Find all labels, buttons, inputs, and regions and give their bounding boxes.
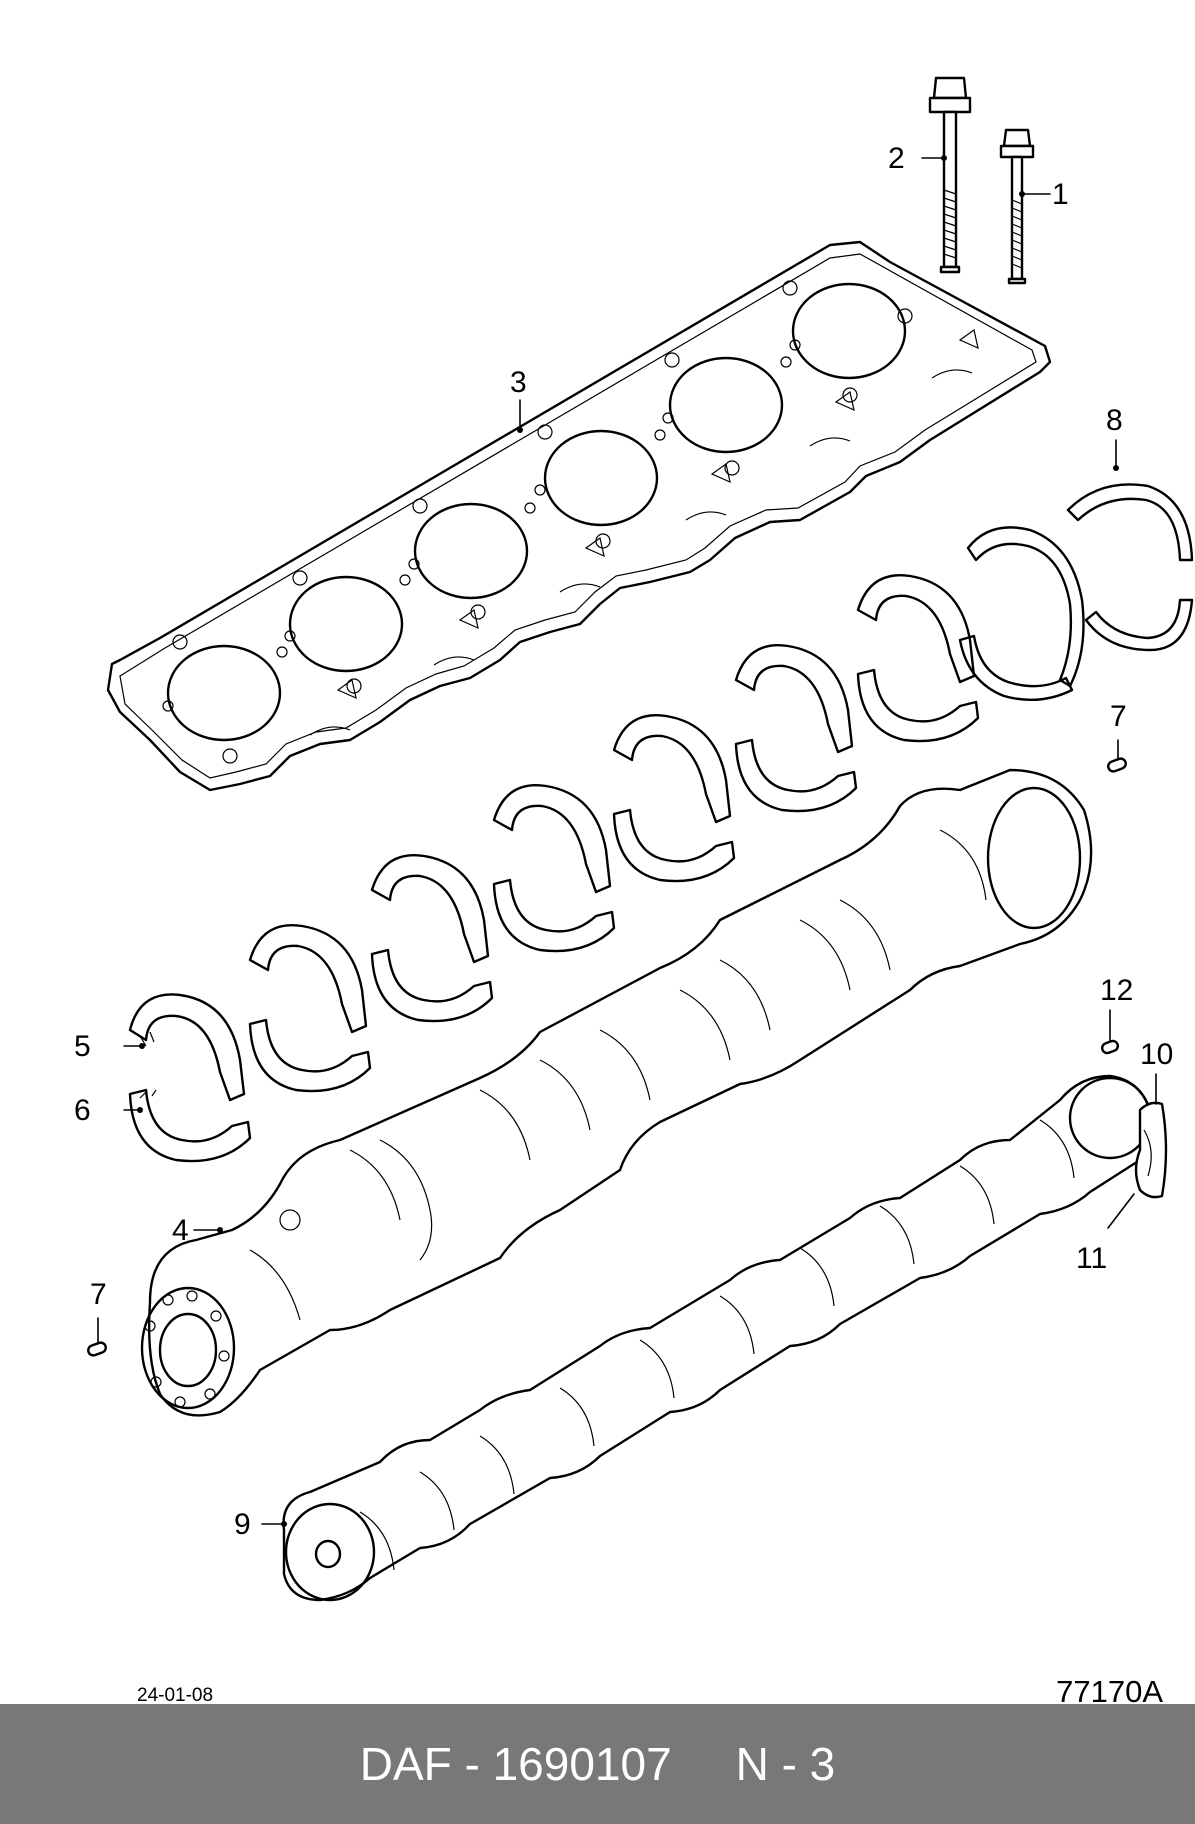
crankshaft xyxy=(140,768,1093,1417)
exploded-parts-diagram: 1 2 3 4 5 6 7 7 8 9 10 11 12 xyxy=(74,76,1194,1602)
callout-6: 6 xyxy=(74,1094,91,1127)
pin-12 xyxy=(1100,1039,1120,1055)
bearing-pair-6 xyxy=(734,644,858,813)
footer-band: DAF - 1690107 N - 3 xyxy=(0,1704,1195,1824)
dowel-pin-upper xyxy=(1107,757,1127,773)
callout-9: 9 xyxy=(234,1508,251,1541)
callout-1: 1 xyxy=(1052,178,1069,211)
callout-7-lower: 7 xyxy=(90,1278,107,1311)
leader-lines xyxy=(97,157,1157,1525)
main-bearing-shells xyxy=(128,574,980,1163)
footer-part-number: DAF - 1690107 N - 3 xyxy=(359,1738,836,1790)
drawing-date: 24-01-08 xyxy=(137,1685,214,1706)
bearing-pair-2 xyxy=(248,924,372,1093)
cylinder-head-gasket xyxy=(106,240,1052,792)
bearing-pair-3 xyxy=(370,854,494,1023)
thrust-washers xyxy=(958,483,1194,701)
callout-10: 10 xyxy=(1140,1038,1173,1071)
leader-dots xyxy=(137,155,1119,1527)
bearing-pair-5 xyxy=(612,714,736,883)
thrust-plate xyxy=(1134,1101,1168,1199)
dowel-pin-lower xyxy=(87,1341,107,1357)
bolt-long xyxy=(928,76,972,274)
callout-8: 8 xyxy=(1106,404,1123,437)
callout-4: 4 xyxy=(172,1214,189,1247)
callout-3: 3 xyxy=(510,366,527,399)
bolt-short xyxy=(999,128,1035,285)
callout-2: 2 xyxy=(888,142,905,175)
bearing-pair-4 xyxy=(492,784,616,953)
callout-7-upper: 7 xyxy=(1110,700,1127,733)
callout-5: 5 xyxy=(74,1030,91,1063)
drawing-code: 77170A xyxy=(1056,1674,1163,1709)
callout-11: 11 xyxy=(1076,1242,1107,1275)
callout-12: 12 xyxy=(1100,974,1133,1007)
bearing-pair-1 xyxy=(128,993,252,1163)
bearing-pair-7 xyxy=(856,574,980,743)
